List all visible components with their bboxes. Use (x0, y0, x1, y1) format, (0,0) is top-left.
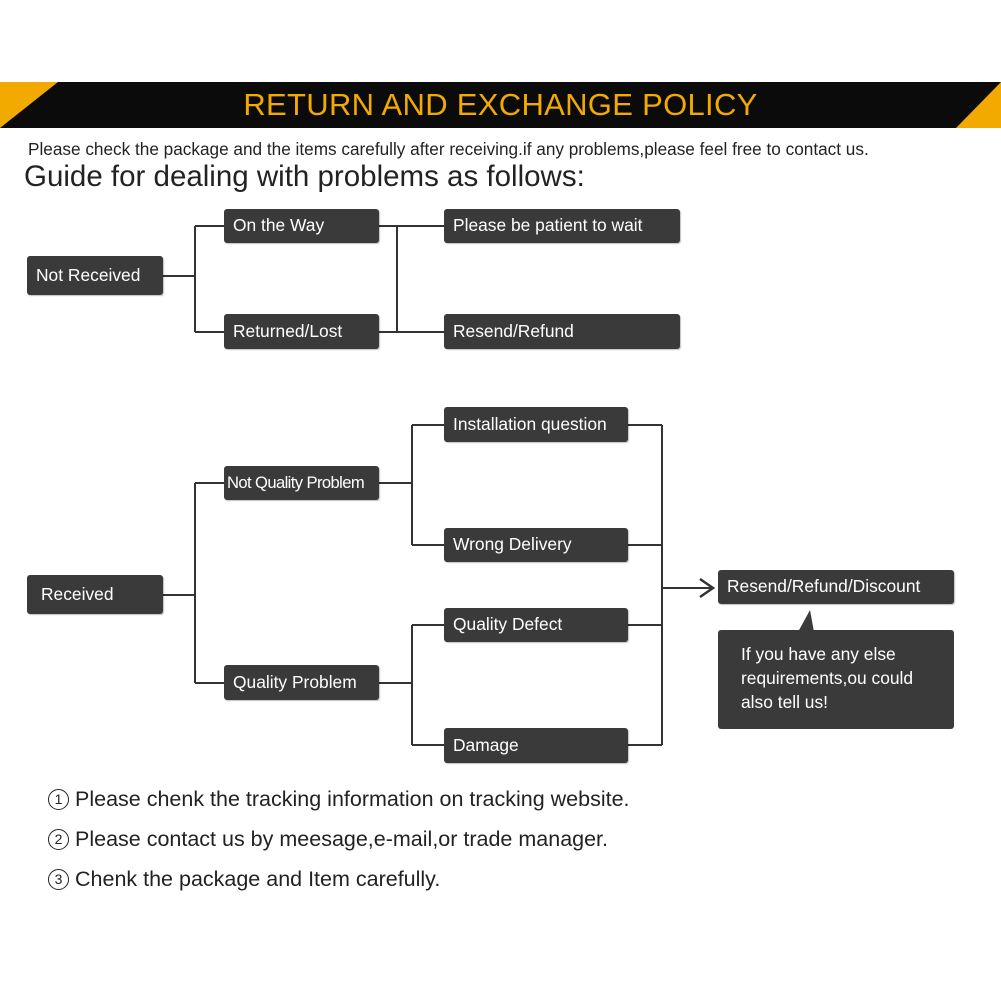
banner-background (0, 82, 1001, 128)
node-please-wait: Please be patient to wait (444, 209, 680, 243)
banner-bar (0, 82, 1001, 128)
callout-tail (798, 610, 814, 632)
banner-left-accent (0, 82, 58, 128)
note-3: 3 Chenk the package and Item carefully. (48, 867, 440, 892)
title-banner: RETURN AND EXCHANGE POLICY (0, 82, 1001, 128)
callout-line: requirements,ou could (741, 668, 914, 688)
node-received: Received (27, 575, 163, 614)
node-on-the-way: On the Way (224, 209, 379, 243)
node-installation-question: Installation question (444, 407, 628, 442)
note-number-1: 1 (48, 789, 69, 810)
node-resend-refund-discount: Resend/Refund/Discount (718, 570, 954, 604)
callout-line: also tell us! (741, 692, 828, 712)
node-not-received: Not Received (27, 256, 163, 295)
callout-line: If you have any else (741, 644, 896, 664)
node-not-quality-problem: Not Quality Problem (224, 466, 379, 500)
note-text-1: Please chenk the tracking information on… (75, 787, 630, 811)
page-title: RETURN AND EXCHANGE POLICY (243, 87, 758, 122)
note-1: 1 Please chenk the tracking information … (48, 787, 630, 812)
note-number-2: 2 (48, 829, 69, 850)
node-returned-lost: Returned/Lost (224, 314, 379, 349)
callout-tail-shape (798, 610, 814, 632)
node-wrong-delivery: Wrong Delivery (444, 528, 628, 562)
node-damage: Damage (444, 728, 628, 763)
node-quality-problem: Quality Problem (224, 665, 379, 700)
note-text-3: Chenk the package and Item carefully. (75, 867, 441, 891)
banner-right-accent (956, 82, 1001, 128)
guide-heading: Guide for dealing with problems as follo… (24, 160, 585, 193)
note-number-3: 3 (48, 869, 69, 890)
callout-bubble: If you have any else requirements,ou cou… (718, 630, 954, 729)
result-arrowhead (699, 577, 716, 599)
node-quality-defect: Quality Defect (444, 608, 628, 642)
node-resend-refund: Resend/Refund (444, 314, 680, 349)
note-text-2: Please contact us by meesage,e-mail,or t… (75, 827, 609, 851)
intro-text: Please check the package and the items c… (28, 139, 869, 159)
note-2: 2 Please contact us by meesage,e-mail,or… (48, 827, 608, 852)
